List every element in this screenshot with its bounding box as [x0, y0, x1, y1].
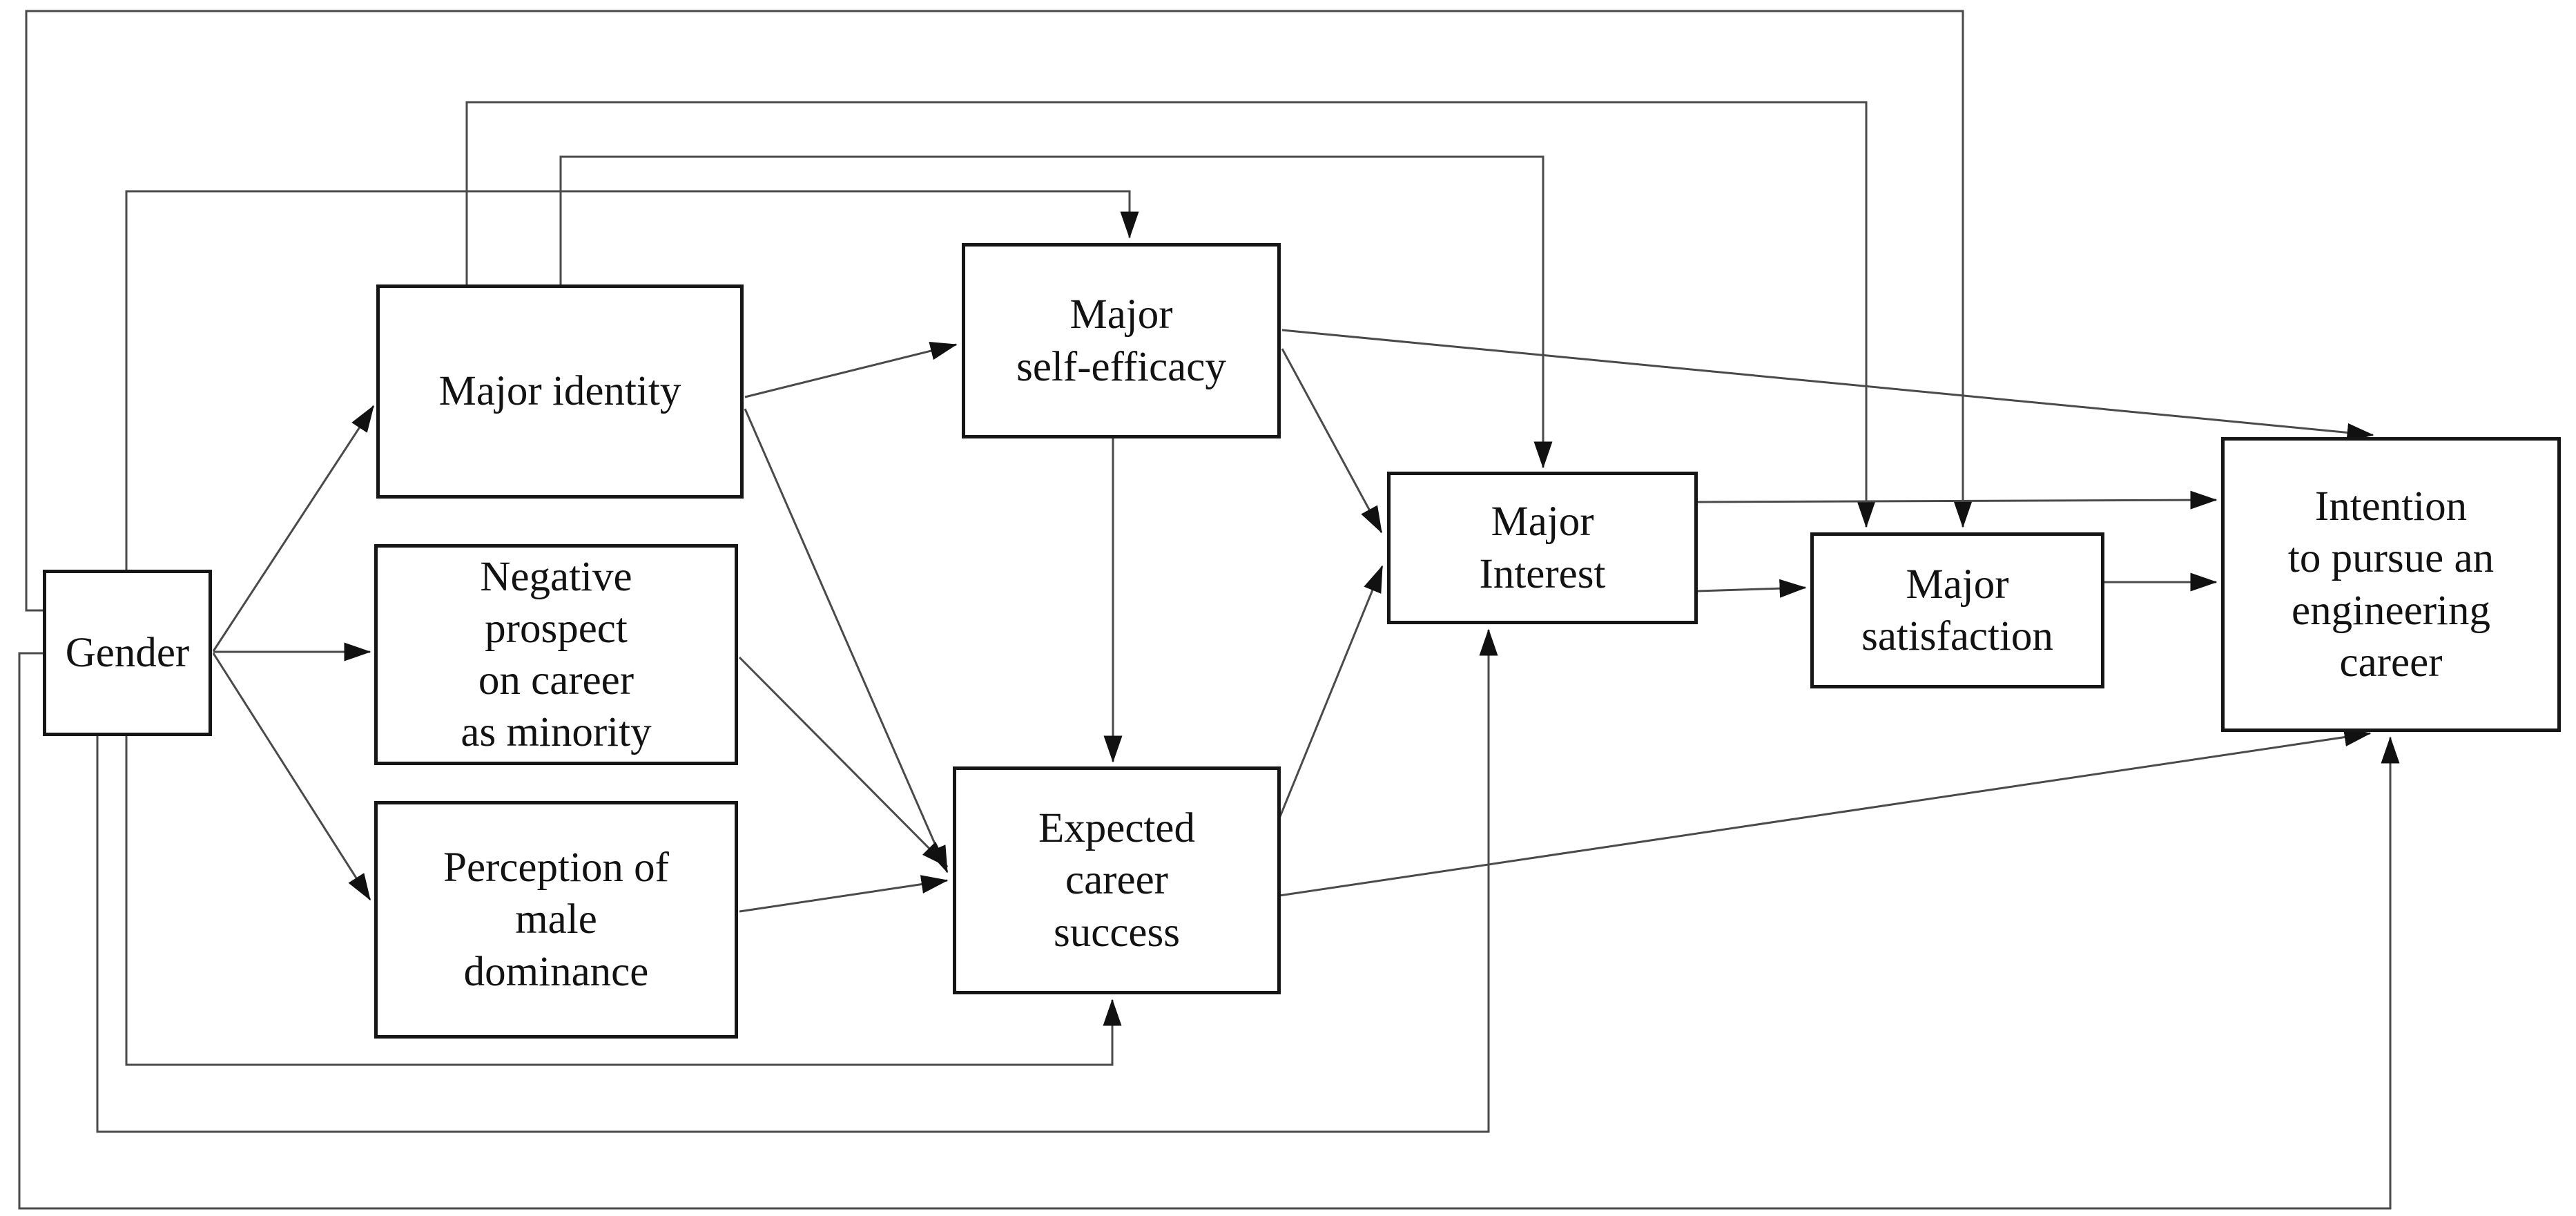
arrow-major-identity-over-top-to-major-interest: [559, 155, 1553, 469]
arrow-negative-prospect-to-expected-career-success: [738, 656, 949, 868]
node-major-self-efficacy: Major self-efficacy: [962, 243, 1281, 438]
node-negative-prospect-label: Negative prospect on career as minority: [461, 553, 652, 756]
arrow-gender-around-bottom-to-intention: [18, 652, 2400, 1210]
node-intention: Intention to pursue an engineering caree…: [2221, 437, 2561, 732]
arrow-gender-to-major-identity: [212, 405, 375, 652]
node-major-satisfaction: Major satisfaction: [1810, 532, 2104, 688]
node-major-identity-label: Major identity: [438, 368, 681, 415]
node-negative-prospect: Negative prospect on career as minority: [374, 544, 738, 765]
arrow-expected-career-success-to-major-interest: [1278, 565, 1384, 819]
node-expected-success-label: Expected career success: [1038, 805, 1195, 956]
arrow-gender-under-bottom-to-major-interest: [96, 628, 1498, 1133]
node-major-identity: Major identity: [376, 284, 744, 499]
node-self-efficacy-label: Major self-efficacy: [1016, 291, 1226, 390]
arrow-self-efficacy-to-intention: [1281, 329, 2374, 442]
arrow-gender-under-bottom-to-expected-career-success: [125, 736, 1122, 1066]
node-major-interest: Major Interest: [1387, 472, 1698, 624]
arrow-major-interest-to-major-satisfaction: [1697, 579, 1807, 598]
arrow-gender-to-perception-of-male-dominance: [212, 653, 371, 901]
node-gender-label: Gender: [65, 629, 190, 676]
node-major-interest-label: Major Interest: [1479, 499, 1606, 597]
arrow-perception-to-expected-career-success: [739, 875, 949, 913]
arrow-major-identity-to-expected-career-success: [744, 408, 949, 874]
node-gender: Gender: [43, 570, 212, 736]
arrow-expected-career-success-to-intention: [1279, 728, 2372, 897]
node-perception-label: Perception of male dominance: [443, 845, 669, 995]
node-perception-of-male-dominance: Perception of male dominance: [374, 801, 738, 1039]
arrow-gender-around-top-to-major-satisfaction: [25, 10, 1973, 612]
node-major-satisfaction-label: Major satisfaction: [1861, 561, 2053, 659]
arrow-self-efficacy-to-major-interest: [1281, 348, 1383, 534]
node-intention-label: Intention to pursue an engineering caree…: [2287, 483, 2495, 686]
arrow-major-interest-to-intention: [1697, 490, 2218, 510]
arrow-major-identity-to-self-efficacy: [744, 341, 958, 398]
node-expected-career-success: Expected career success: [953, 766, 1281, 994]
arrow-major-identity-over-top-to-major-satisfaction: [465, 101, 1876, 528]
arrow-gender-over-top-to-self-efficacy: [125, 190, 1139, 570]
